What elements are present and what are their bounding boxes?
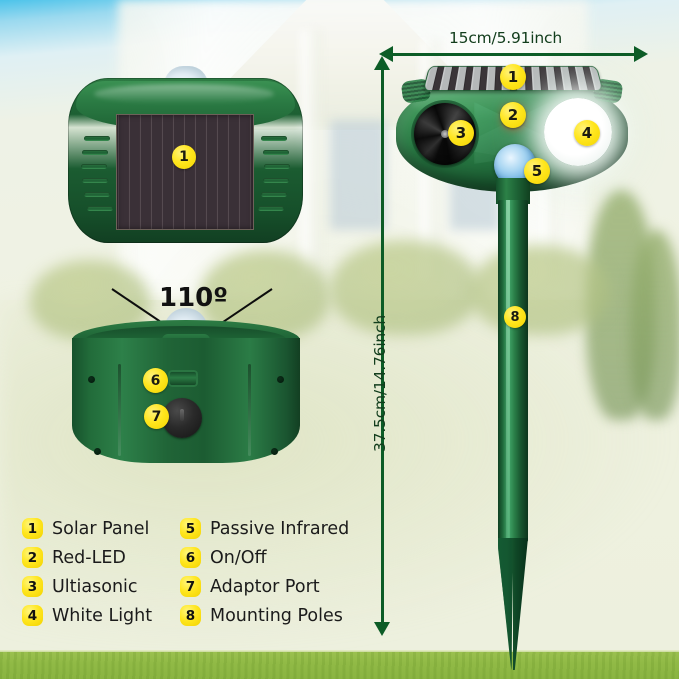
vent-slot bbox=[264, 164, 290, 169]
legend-badge-3: 3 bbox=[22, 576, 43, 597]
vent-slot bbox=[261, 192, 287, 197]
callout-badge-4: 4 bbox=[574, 120, 600, 146]
legend-item-3: 3 Ultiasonic bbox=[22, 576, 138, 597]
height-arrow-top bbox=[374, 56, 390, 70]
width-arrow-right bbox=[634, 46, 648, 62]
vent-slot bbox=[258, 206, 284, 211]
legend-label-1: Solar Panel bbox=[52, 518, 150, 539]
angle-label: 110º bbox=[159, 283, 228, 313]
legend-item-2: 2 Red-LED bbox=[22, 547, 126, 568]
product-top-view: 1 bbox=[68, 66, 303, 243]
body-seam bbox=[118, 364, 121, 456]
legend-label-2: Red-LED bbox=[52, 547, 126, 568]
legend-label-8: Mounting Poles bbox=[210, 605, 343, 626]
vent-slot bbox=[84, 136, 110, 141]
width-dimension-line bbox=[389, 53, 638, 56]
house-window bbox=[330, 120, 386, 230]
callout-badge-3: 3 bbox=[448, 120, 474, 146]
callout-badge-1: 1 bbox=[172, 145, 196, 169]
callout-badge-7: 7 bbox=[144, 404, 169, 429]
tree bbox=[630, 230, 679, 420]
power-switch[interactable] bbox=[168, 370, 198, 387]
callout-badge-6: 6 bbox=[143, 368, 168, 393]
legend: 1 Solar Panel 2 Red-LED 3 Ultiasonic 4 W… bbox=[22, 518, 352, 638]
callout-badge-5: 5 bbox=[524, 158, 550, 184]
legend-badge-2: 2 bbox=[22, 547, 43, 568]
screw-hole bbox=[94, 448, 101, 455]
speaker-hub bbox=[441, 130, 449, 138]
legend-label-6: On/Off bbox=[210, 547, 267, 568]
legend-label-4: White Light bbox=[52, 605, 153, 626]
vent-slot bbox=[261, 136, 287, 141]
pole-neck bbox=[496, 178, 530, 204]
vent-slot bbox=[87, 206, 113, 211]
vent-slot bbox=[82, 178, 108, 183]
mounting-pole bbox=[498, 200, 528, 542]
height-dimension-label: 37.5cm/14.76inch bbox=[371, 314, 389, 452]
legend-item-7: 7 Adaptor Port bbox=[180, 576, 320, 597]
vent-slot bbox=[84, 192, 110, 197]
house-column bbox=[300, 30, 322, 280]
grass-edge bbox=[0, 650, 679, 653]
body-seam bbox=[248, 364, 251, 456]
legend-label-7: Adaptor Port bbox=[210, 576, 320, 597]
legend-item-6: 6 On/Off bbox=[180, 547, 267, 568]
legend-badge-5: 5 bbox=[180, 518, 201, 539]
legend-badge-6: 6 bbox=[180, 547, 201, 568]
callout-badge-8: 8 bbox=[504, 306, 526, 328]
callout-badge-2: 2 bbox=[500, 102, 526, 128]
legend-badge-7: 7 bbox=[180, 576, 201, 597]
callout-badge-1: 1 bbox=[500, 64, 526, 90]
bush bbox=[330, 240, 480, 335]
legend-badge-4: 4 bbox=[22, 605, 43, 626]
height-arrow-bottom bbox=[374, 622, 390, 636]
legend-badge-8: 8 bbox=[180, 605, 201, 626]
product-back-view: 6 7 bbox=[66, 308, 306, 480]
legend-label-5: Passive Infrared bbox=[210, 518, 350, 539]
width-dimension-label: 15cm/5.91inch bbox=[449, 29, 562, 47]
vent-slot bbox=[263, 178, 289, 183]
vent-slot bbox=[82, 150, 108, 155]
screw-hole bbox=[277, 376, 284, 383]
bush bbox=[470, 245, 610, 335]
screw-hole bbox=[88, 376, 95, 383]
height-dimension-line bbox=[381, 70, 384, 624]
pole-highlight bbox=[506, 200, 510, 542]
solar-panel-top-view bbox=[116, 114, 254, 230]
product-head bbox=[396, 58, 628, 204]
legend-badge-1: 1 bbox=[22, 518, 43, 539]
legend-item-1: 1 Solar Panel bbox=[22, 518, 149, 539]
legend-item-4: 4 White Light bbox=[22, 605, 152, 626]
legend-label-3: Ultiasonic bbox=[52, 576, 138, 597]
product-main-view: 1 2 3 4 5 8 bbox=[396, 58, 628, 670]
adaptor-port-slot bbox=[180, 409, 184, 421]
legend-item-8: 8 Mounting Poles bbox=[180, 605, 343, 626]
legend-item-5: 5 Passive Infrared bbox=[180, 518, 349, 539]
grass-strip bbox=[0, 652, 679, 679]
housing-gloss bbox=[94, 84, 274, 104]
vent-slot bbox=[81, 164, 107, 169]
vent-slot bbox=[263, 150, 289, 155]
screw-hole bbox=[271, 448, 278, 455]
